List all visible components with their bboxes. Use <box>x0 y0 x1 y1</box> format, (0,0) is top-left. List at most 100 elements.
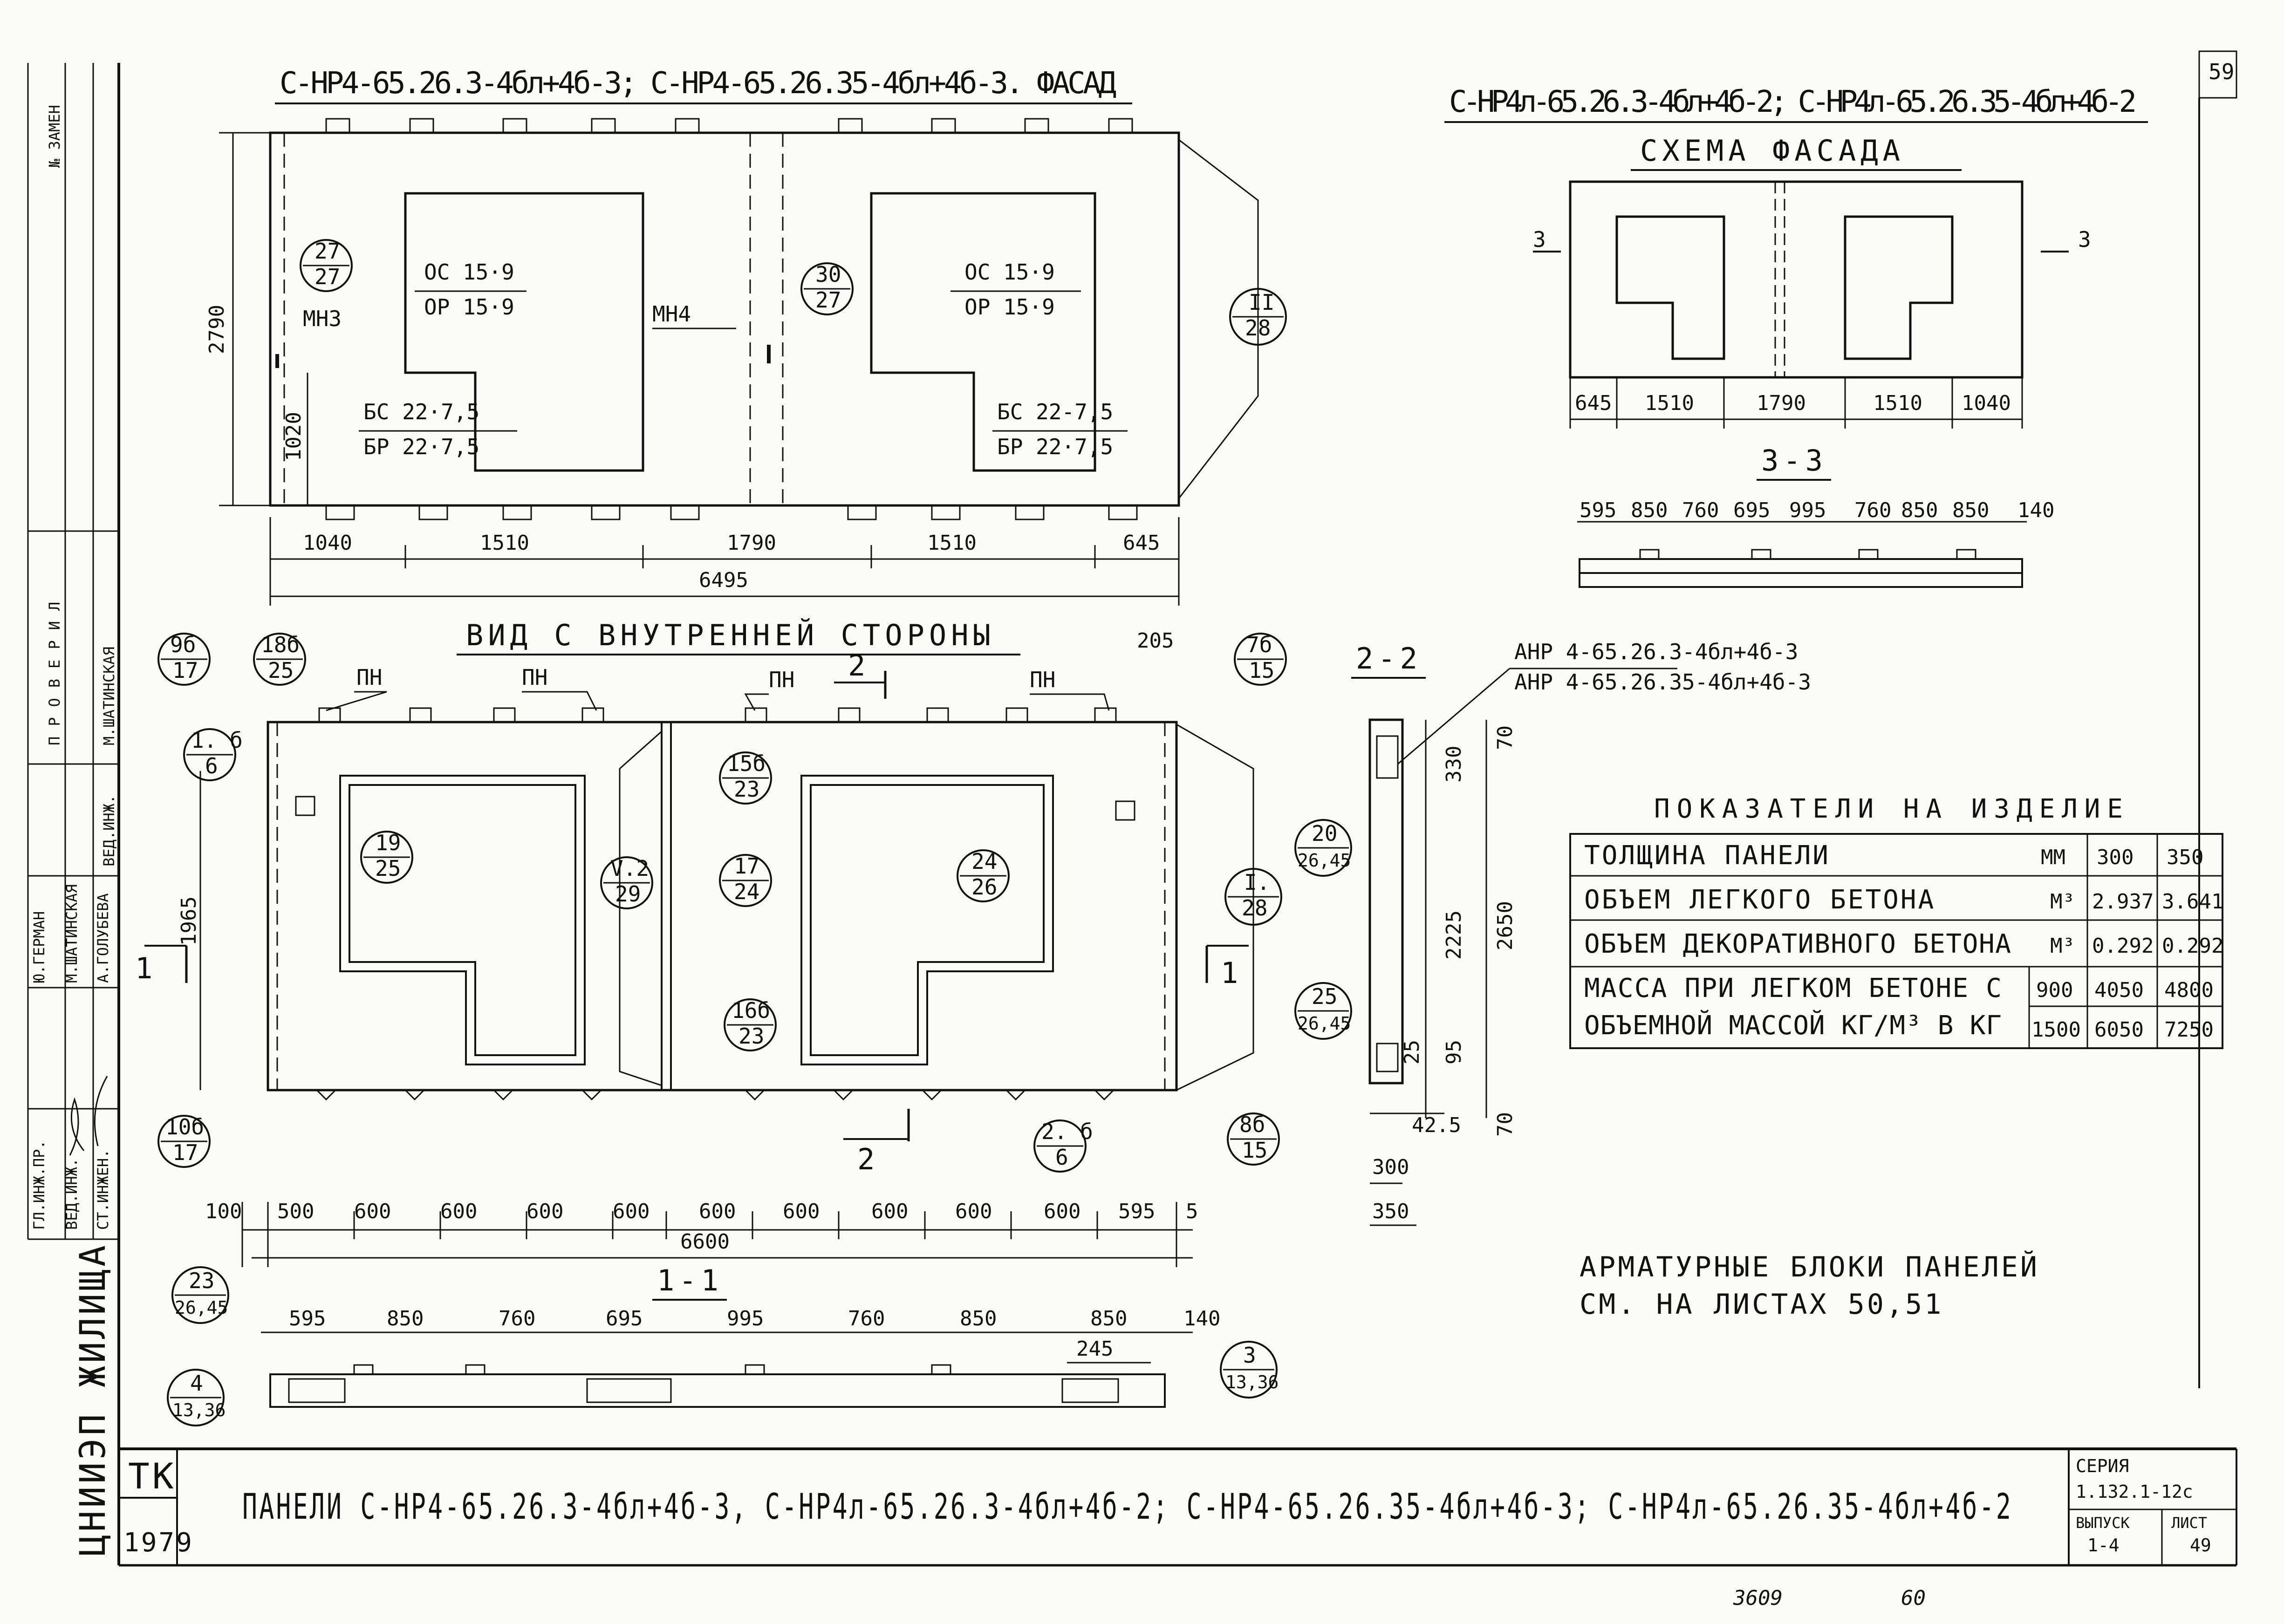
indicators-title: ПОКАЗАТЕЛИ НА ИЗДЕЛИЕ <box>1654 794 2125 824</box>
note-line-2: СМ. НА ЛИСТАХ 50,51 <box>1580 1288 1943 1321</box>
stamp-name-1: Ю.ГЕРМАН <box>30 911 48 983</box>
svg-text:2650: 2650 <box>1493 901 1517 950</box>
svg-text:II: II <box>1249 290 1274 315</box>
svg-text:140: 140 <box>2017 498 2054 522</box>
facade-view: С-НР4-65.26.3-4бл+4б-3; С-НР4-65.26.35-4… <box>205 66 1287 606</box>
callout-2b: 2. б6 <box>1033 1119 1093 1173</box>
svg-text:10б: 10б <box>165 1114 204 1140</box>
page-number: 59 <box>2209 59 2234 84</box>
facade-total-dim: 6495 <box>699 568 748 592</box>
svg-text:330: 330 <box>1442 746 1466 783</box>
section-1-left: 1 <box>135 951 157 985</box>
stamp-name-2: М.ШАТИНСКАЯ <box>63 884 81 983</box>
svg-text:95: 95 <box>1442 1040 1466 1064</box>
section-2-2-title: 2-2 <box>1356 641 1422 676</box>
svg-text:I.: I. <box>1244 870 1270 895</box>
inner-dim-ticks <box>241 1202 1177 1267</box>
svg-text:6: 6 <box>205 753 218 778</box>
stamp-checker: М.ШАТИНСКАЯ <box>100 647 118 745</box>
facade-dim-4: 1510 <box>927 531 977 555</box>
pn-label-3: ПН <box>769 667 794 692</box>
section-2-2-dim-300: 300 <box>1372 1155 1409 1179</box>
svg-text:17: 17 <box>172 658 198 683</box>
svg-text:850: 850 <box>1901 498 1938 522</box>
svg-text:760: 760 <box>1682 498 1719 522</box>
scheme-section-mark-right: 3 <box>2078 227 2091 252</box>
inner-dim-4: 600 <box>440 1200 477 1223</box>
callout-3: 313,36 <box>1220 1341 1279 1399</box>
svg-text:20: 20 <box>1312 821 1337 846</box>
svg-text:9б: 9б <box>170 632 196 657</box>
svg-text:760: 760 <box>1854 498 1891 522</box>
dim-205: 205 <box>1137 629 1174 653</box>
mark-mn4: МН4 <box>652 301 691 327</box>
svg-text:995: 995 <box>727 1307 764 1331</box>
section-2-2-label-2: АНР 4-65.26.35-4бл+4б-3 <box>1514 669 1811 695</box>
inner-dim-10: 600 <box>955 1200 992 1223</box>
svg-text:4: 4 <box>190 1371 203 1396</box>
inner-dim-9: 600 <box>871 1200 908 1223</box>
door-right-top: БС 22-7,5 <box>997 399 1113 424</box>
scheme-view: С-НР4л-65.26.3-4бл+4б-2; С-НР4л-65.26.35… <box>1444 85 2148 588</box>
sheet-title: ПАНЕЛИ С-НР4-65.26.3-4бл+4б-3, С-НР4л-65… <box>242 1486 2013 1527</box>
inner-dim-7: 600 <box>699 1200 736 1223</box>
pn-label-2: ПН <box>522 665 547 690</box>
svg-text:V.2: V.2 <box>610 856 649 881</box>
svg-text:15: 15 <box>1249 658 1274 683</box>
section-1-1: 1-1 595 850 760 695 995 760 850 850 140 … <box>167 1263 1279 1426</box>
inner-view: ВИД С ВНУТРЕННЕЙ СТОРОНЫ <box>135 618 1287 1267</box>
section-1-1-dim-245: 245 <box>1076 1337 1113 1361</box>
stamp-role-1: ГЛ.ИНЖ.ПР. <box>30 1140 48 1230</box>
org-name: ЦНИИЭП ЖИЛИЩА <box>72 1242 113 1556</box>
inner-view-title: ВИД С ВНУТРЕННЕЙ СТОРОНЫ <box>466 618 995 652</box>
mass-row-2-v1: 6050 <box>2094 1018 2144 1042</box>
svg-text:25: 25 <box>1400 1040 1424 1064</box>
section-2-2-dim-350: 350 <box>1372 1200 1409 1223</box>
inner-dim-1: 100 <box>205 1200 242 1223</box>
row-1-v1: 300 <box>2097 846 2134 869</box>
facade-window-height-dim: 1020 <box>282 412 306 461</box>
svg-text:25: 25 <box>1312 984 1337 1009</box>
scheme-section-mark-left: 3 <box>1533 227 1546 252</box>
svg-text:140: 140 <box>1183 1307 1220 1331</box>
top-lugs <box>325 118 1133 134</box>
svg-text:23: 23 <box>189 1268 214 1293</box>
svg-text:595: 595 <box>289 1307 326 1331</box>
mass-line-2: ОБЪЕМНОЙ МАССОЙ КГ/М³ В КГ <box>1584 1010 2004 1041</box>
scheme-dim-5: 1040 <box>1962 391 2011 415</box>
inner-dim-11: 600 <box>1044 1200 1080 1223</box>
window-left-top: ОС 15·9 <box>424 259 514 285</box>
svg-text:23: 23 <box>734 777 759 802</box>
callout-27: 27 27 <box>300 239 353 292</box>
note-line-1: АРМАТУРНЫЕ БЛОКИ ПАНЕЛЕЙ <box>1580 1250 2039 1283</box>
callout-V2: V.229 <box>600 856 653 909</box>
callout-30: 30 27 <box>800 262 854 315</box>
inner-dim-2: 500 <box>277 1200 314 1223</box>
mass-row-1-density: 900 <box>2036 978 2073 1002</box>
scheme-section-dims: 595 850 760 695 995 760 850 850 140 <box>1580 498 2054 522</box>
tk-label: ТК <box>128 1455 177 1497</box>
door-left-top: БС 22·7,5 <box>363 399 479 424</box>
door-right-bottom: БР 22·7,5 <box>997 434 1113 459</box>
mass-row-1-v1: 4050 <box>2094 978 2144 1002</box>
section-1-1-dims: 595 850 760 695 995 760 850 850 140 <box>289 1307 1220 1331</box>
scheme-dim-2: 1510 <box>1645 391 1694 415</box>
row-1-v2: 350 <box>2167 846 2203 869</box>
row-2-unit: М³ <box>2050 890 2075 914</box>
svg-text:995: 995 <box>1789 498 1826 522</box>
scheme-section-title: 3-3 <box>1761 444 1827 478</box>
svg-text:2225: 2225 <box>1442 910 1466 960</box>
svg-text:850: 850 <box>1631 498 1668 522</box>
svg-text:24: 24 <box>734 879 759 904</box>
inner-dim-5: 600 <box>527 1200 563 1223</box>
svg-text:15б: 15б <box>727 751 766 776</box>
section-2-top: 2 <box>848 648 870 682</box>
sheet-label: ЛИСТ <box>2171 1514 2207 1532</box>
inner-dim-3: 600 <box>354 1200 391 1223</box>
scheme-dim-4: 1510 <box>1873 391 1922 415</box>
svg-text:3: 3 <box>1243 1343 1256 1368</box>
scheme-subtitle: СХЕМА ФАСАДА <box>1640 134 1905 168</box>
